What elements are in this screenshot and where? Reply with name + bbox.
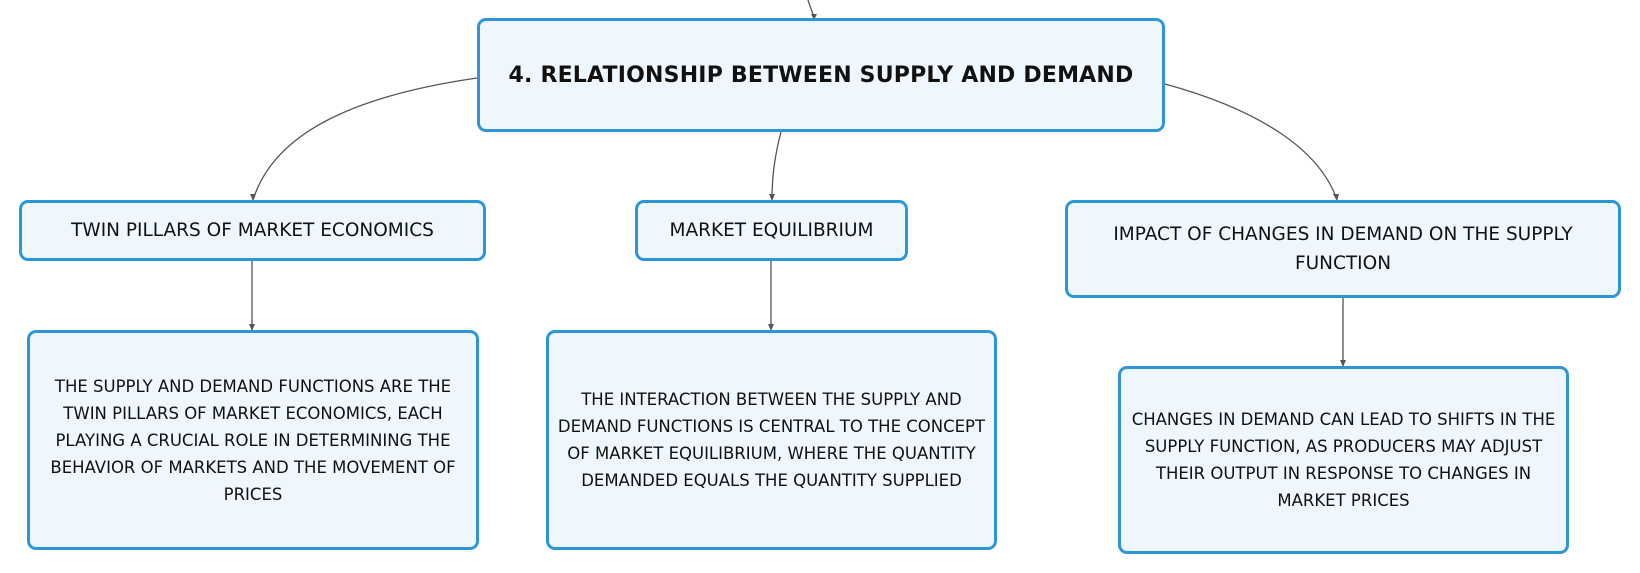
- connector-root-to-topic-1: [252, 77, 478, 201]
- root-title: 4. RELATIONSHIP BETWEEN SUPPLY AND DEMAN…: [508, 62, 1134, 88]
- arrowhead: [811, 14, 817, 20]
- connector-root-to-topic-2: [771, 131, 782, 201]
- topic-node-impact-of-demand-changes[interactable]: IMPACT OF CHANGES IN DEMAND ON THE SUPPL…: [1065, 200, 1621, 298]
- topic-label: MARKET EQUILIBRIUM: [669, 220, 874, 241]
- topic-label: IMPACT OF CHANGES IN DEMAND ON THE SUPPL…: [1113, 224, 1573, 274]
- topic-label: TWIN PILLARS OF MARKET ECONOMICS: [71, 220, 434, 241]
- detail-text: THE SUPPLY AND DEMAND FUNCTIONS ARE THE …: [50, 376, 456, 504]
- detail-node-twin-pillars[interactable]: THE SUPPLY AND DEMAND FUNCTIONS ARE THE …: [27, 330, 479, 550]
- arrowhead: [250, 194, 256, 201]
- connector-root-to-topic-3: [1164, 83, 1338, 201]
- arrowhead: [768, 324, 774, 331]
- detail-text: THE INTERACTION BETWEEN THE SUPPLY AND D…: [557, 390, 986, 490]
- topic-node-market-equilibrium[interactable]: MARKET EQUILIBRIUM: [635, 200, 908, 261]
- detail-node-market-equilibrium[interactable]: THE INTERACTION BETWEEN THE SUPPLY AND D…: [546, 330, 997, 550]
- topic-node-twin-pillars[interactable]: TWIN PILLARS OF MARKET ECONOMICS: [19, 200, 486, 261]
- root-node[interactable]: 4. RELATIONSHIP BETWEEN SUPPLY AND DEMAN…: [477, 18, 1165, 132]
- detail-node-impact-of-demand-changes[interactable]: CHANGES IN DEMAND CAN LEAD TO SHIFTS IN …: [1118, 366, 1569, 554]
- arrowhead: [1340, 360, 1346, 367]
- arrowhead: [1333, 194, 1339, 201]
- detail-text: CHANGES IN DEMAND CAN LEAD TO SHIFTS IN …: [1131, 410, 1556, 510]
- arrowhead: [249, 324, 255, 331]
- arrowhead: [769, 194, 775, 201]
